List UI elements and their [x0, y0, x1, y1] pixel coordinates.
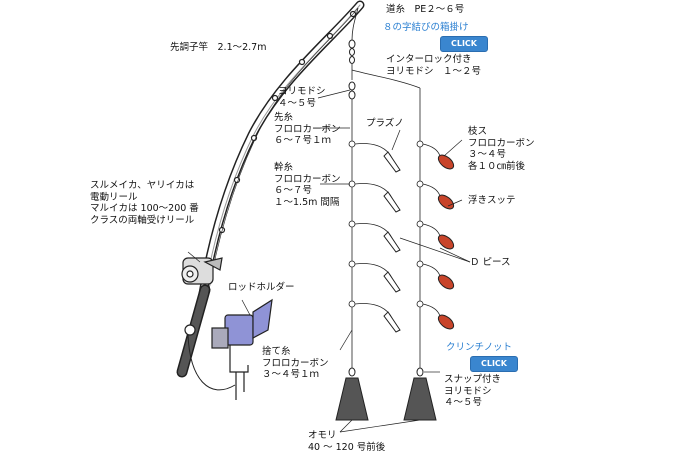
- figure8-link[interactable]: ８の字結びの箱掛け: [383, 22, 469, 33]
- main-trunk-label: 幹糸 フロロカーボン ６～７号 １～1.5m 間隔: [274, 162, 341, 208]
- plazno-label: プラズノ: [366, 118, 404, 129]
- rod-holder-label: ロッドホルダー: [228, 282, 295, 293]
- main-line: [351, 7, 359, 41]
- branch-line-label: 枝ス フロロカーボン ３～４号 各１０㎝前後: [468, 126, 535, 172]
- swivel-4-5-label: ヨリモドシ ４～５号: [278, 86, 326, 109]
- interlock-swivel-icon: [348, 39, 356, 64]
- reel-icon: [181, 257, 223, 285]
- figure8-click-button[interactable]: CLICK: [440, 36, 488, 52]
- split-line: [351, 64, 421, 89]
- clinch-click-button[interactable]: CLICK: [470, 356, 518, 372]
- pointer-lines: [187, 89, 471, 433]
- rod-holder-icon: [184, 298, 273, 400]
- left-rig-branches: [348, 140, 393, 319]
- float-sutte-label: 浮きスッテ: [468, 195, 516, 206]
- swivel-4-5-icon: [348, 81, 356, 100]
- sinker-label: オモリ 40 ～ 120 号前後: [308, 430, 386, 453]
- main-line-label: 道糸 PE２～６号: [386, 4, 465, 15]
- reel-label: スルメイカ、ヤリイカは 電動リール マルイカは 100～200 番 クラスの両軸…: [90, 180, 199, 226]
- float-jig-icons: [437, 154, 455, 330]
- sinker-icons: [335, 377, 437, 421]
- snap-swivel-icons: [348, 367, 424, 377]
- holder-strap: [187, 334, 236, 391]
- interlock-swivel-label: インターロック付き ヨリモドシ １～２号: [386, 54, 482, 77]
- snap-swivel-label: スナップ付き ヨリモドシ ４～５号: [444, 374, 502, 408]
- line-on-rod: [207, 7, 359, 297]
- plazuno-jig-icons: [383, 151, 401, 333]
- rod-label: 先調子竿 2.1～2.7m: [170, 42, 267, 53]
- leader-label: 先糸 フロロカーボン ６～７号１ｍ: [274, 112, 341, 146]
- right-rig-branches: [416, 140, 441, 317]
- throwaway-line-label: 捨て糸 フロロカーボン ３～４号１ｍ: [262, 346, 329, 380]
- clinch-knot-link[interactable]: クリンチノット: [446, 342, 513, 353]
- d-piece-label: Ｄ ピース: [470, 257, 511, 268]
